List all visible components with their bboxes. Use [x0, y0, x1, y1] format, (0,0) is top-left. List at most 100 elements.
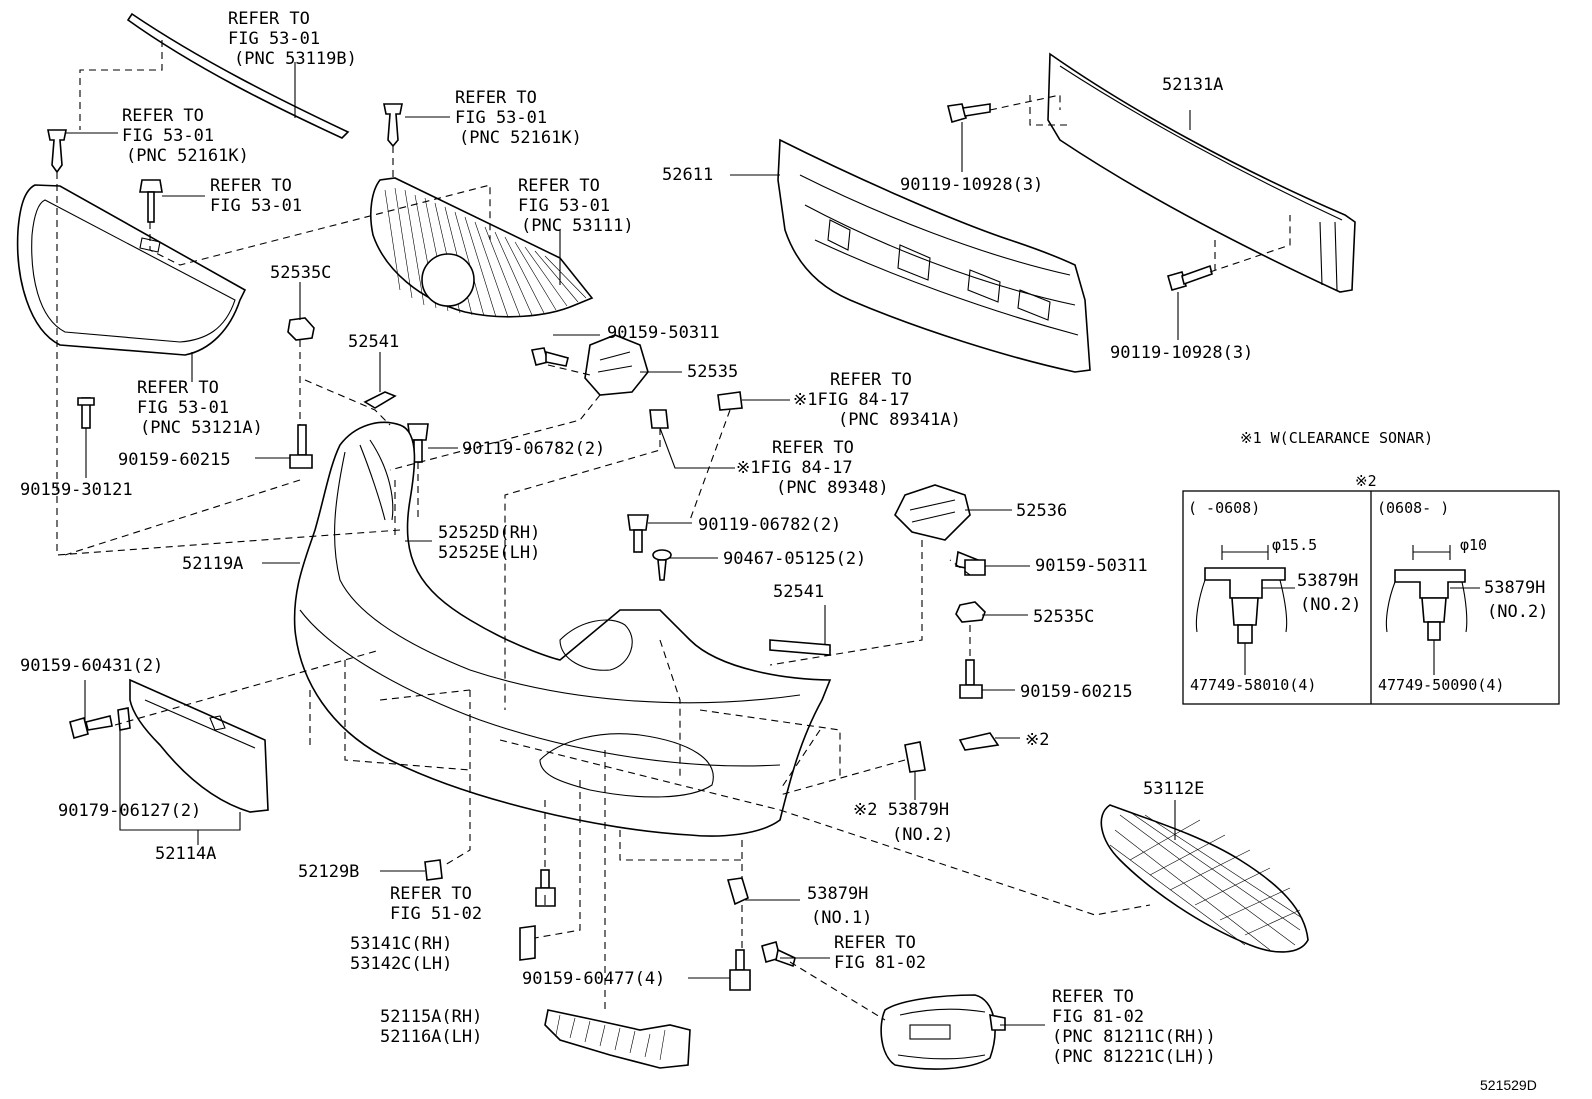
label-90159-60431: 90159-60431(2)	[20, 656, 163, 676]
seal-52541-upper	[363, 391, 397, 409]
svg-text:(PNC 81221C(LH)): (PNC 81221C(LH))	[1052, 1047, 1216, 1067]
label-52114a: 52114A	[155, 844, 216, 864]
license-bracket-52114a	[129, 678, 269, 813]
callout-refer-8102-bolt: REFER TO FIG 81-02	[834, 933, 926, 973]
label-52541-a: 52541	[348, 332, 399, 352]
callout-refer-52161k-left: REFER TO FIG 53-01 (PNC 52161K)	[122, 106, 249, 166]
label-mark2-ref: ※2	[1025, 730, 1049, 750]
clip-52161k-left	[47, 129, 67, 174]
inset-right-part: 53879H	[1484, 578, 1545, 598]
grille-frame-53121a	[16, 184, 247, 356]
svg-text:※2 53879H: ※2 53879H	[853, 800, 949, 820]
svg-text:53142C(LH): 53142C(LH)	[350, 954, 452, 974]
inset-note: ※1 W(CLEARANCE SONAR)	[1240, 429, 1433, 447]
screw-90159-60477	[729, 949, 751, 991]
nut-90179-06127	[117, 707, 131, 731]
sensor-89341a	[717, 391, 743, 411]
inset-right-dia: φ10	[1460, 536, 1487, 554]
sensor-89348	[649, 409, 669, 429]
svg-text:REFER TO: REFER TO	[122, 106, 204, 126]
bracket-52535	[584, 334, 649, 396]
svg-text:REFER TO: REFER TO	[834, 933, 916, 953]
label-52115a: 52115A(RH) 52116A(LH)	[380, 1007, 482, 1047]
label-90159-60215-b: 90159-60215	[1020, 682, 1133, 702]
callout-refer-fig5301-bolt: REFER TO FIG 53-01	[210, 176, 302, 216]
label-90467-05125: 90467-05125(2)	[723, 549, 866, 569]
callout-refer-89348: REFER TO ※1FIG 84-17 (PNC 89348)	[736, 438, 889, 498]
svg-text:REFER TO: REFER TO	[830, 370, 912, 390]
callout-refer-5102: REFER TO FIG 51-02	[390, 884, 482, 924]
label-52131a: 52131A	[1162, 75, 1223, 95]
svg-text:FIG 51-02: FIG 51-02	[390, 904, 482, 924]
inset-left-dia: φ15.5	[1272, 536, 1317, 554]
svg-text:52116A(LH): 52116A(LH)	[380, 1027, 482, 1047]
svg-text:53879H: 53879H	[807, 884, 868, 904]
svg-text:(PNC 89348): (PNC 89348)	[776, 478, 889, 498]
absorber-52611	[777, 138, 1091, 373]
leader-lines	[66, 62, 1191, 1026]
svg-text:FIG 81-02: FIG 81-02	[1052, 1007, 1144, 1027]
inset-right-part-no: (NO.2)	[1487, 602, 1548, 622]
label-52535c-a: 52535C	[270, 263, 331, 283]
screw-90159-60215-a	[289, 424, 313, 469]
clip-52535c-upper	[287, 317, 315, 341]
svg-text:※1FIG 84-17: ※1FIG 84-17	[736, 458, 853, 478]
label-90159-30121: 90159-30121	[20, 480, 133, 500]
clip-52161k-mid	[383, 103, 403, 148]
svg-text:(PNC 81211C(RH)): (PNC 81211C(RH))	[1052, 1027, 1216, 1047]
label-52536: 52536	[1016, 501, 1067, 521]
svg-text:REFER TO: REFER TO	[228, 9, 310, 29]
lower-grille-53112e	[1100, 804, 1309, 953]
grille-53111	[370, 177, 594, 318]
svg-text:FIG 53-01: FIG 53-01	[518, 196, 610, 216]
label-53141c: 53141C(RH) 53142C(LH)	[350, 934, 452, 974]
label-90159-50311-a: 90159-50311	[607, 323, 720, 343]
bumper-cover-52119a	[293, 421, 832, 837]
inset-mark: ※2	[1355, 472, 1377, 490]
label-90179-06127: 90179-06127(2)	[58, 801, 201, 821]
inset-right-detail	[1385, 545, 1480, 675]
svg-text:FIG 53-01: FIG 53-01	[228, 29, 320, 49]
svg-text:(PNC 53121A): (PNC 53121A)	[140, 418, 263, 438]
cap-52129b	[424, 859, 443, 881]
callout-refer-53111: REFER TO FIG 53-01 (PNC 53111)	[518, 176, 634, 236]
label-52535c-b: 52535C	[1033, 607, 1094, 627]
svg-text:(PNC 89341A): (PNC 89341A)	[838, 410, 961, 430]
screw-90159-60215-b	[959, 659, 983, 699]
bracket-52536	[894, 484, 971, 541]
callout-refer-8102-lamp: REFER TO FIG 81-02 (PNC 81211C(RH)) (PNC…	[1052, 987, 1216, 1067]
label-52129b: 52129B	[298, 862, 359, 882]
screw-90119-06782-b	[627, 514, 649, 553]
svg-text:(PNC 53111): (PNC 53111)	[521, 216, 634, 236]
svg-text:FIG 53-01: FIG 53-01	[122, 126, 214, 146]
label-90159-60477: 90159-60477(4)	[522, 969, 665, 989]
svg-text:FIG 53-01: FIG 53-01	[137, 398, 229, 418]
label-90159-60215-a: 90159-60215	[118, 450, 231, 470]
label-90119-06782-b: 90119-06782(2)	[698, 515, 841, 535]
label-52541-b: 52541	[773, 582, 824, 602]
dashed-guides	[56, 40, 1291, 1021]
svg-text:REFER TO: REFER TO	[390, 884, 472, 904]
svg-text:REFER TO: REFER TO	[772, 438, 854, 458]
svg-text:FIG 81-02: FIG 81-02	[834, 953, 926, 973]
label-90119-10928-b: 90119-10928(3)	[1110, 343, 1253, 363]
inset-left-range: ( -0608)	[1188, 499, 1260, 517]
fog-lamp-8102	[880, 994, 1006, 1070]
svg-text:REFER TO: REFER TO	[137, 378, 219, 398]
label-52525: 52525D(RH) 52525E(LH)	[438, 523, 540, 563]
svg-text:52525E(LH): 52525E(LH)	[438, 543, 540, 563]
label-52611: 52611	[662, 165, 713, 185]
diagram-id: 521529D	[1480, 1077, 1537, 1093]
callout-refer-52161k-mid: REFER TO FIG 53-01 (PNC 52161K)	[455, 88, 582, 148]
svg-text:FIG 53-01: FIG 53-01	[455, 108, 547, 128]
screw-90159-50311-a	[531, 347, 569, 367]
svg-text:(NO.1): (NO.1)	[811, 908, 872, 928]
svg-text:REFER TO: REFER TO	[210, 176, 292, 196]
svg-text:※1FIG 84-17: ※1FIG 84-17	[793, 390, 910, 410]
inset-panel	[1182, 490, 1560, 705]
svg-text:REFER TO: REFER TO	[1052, 987, 1134, 1007]
svg-text:52115A(RH): 52115A(RH)	[380, 1007, 482, 1027]
seal-52541-lower	[769, 639, 831, 656]
screw-90159-50311-b	[955, 550, 986, 576]
